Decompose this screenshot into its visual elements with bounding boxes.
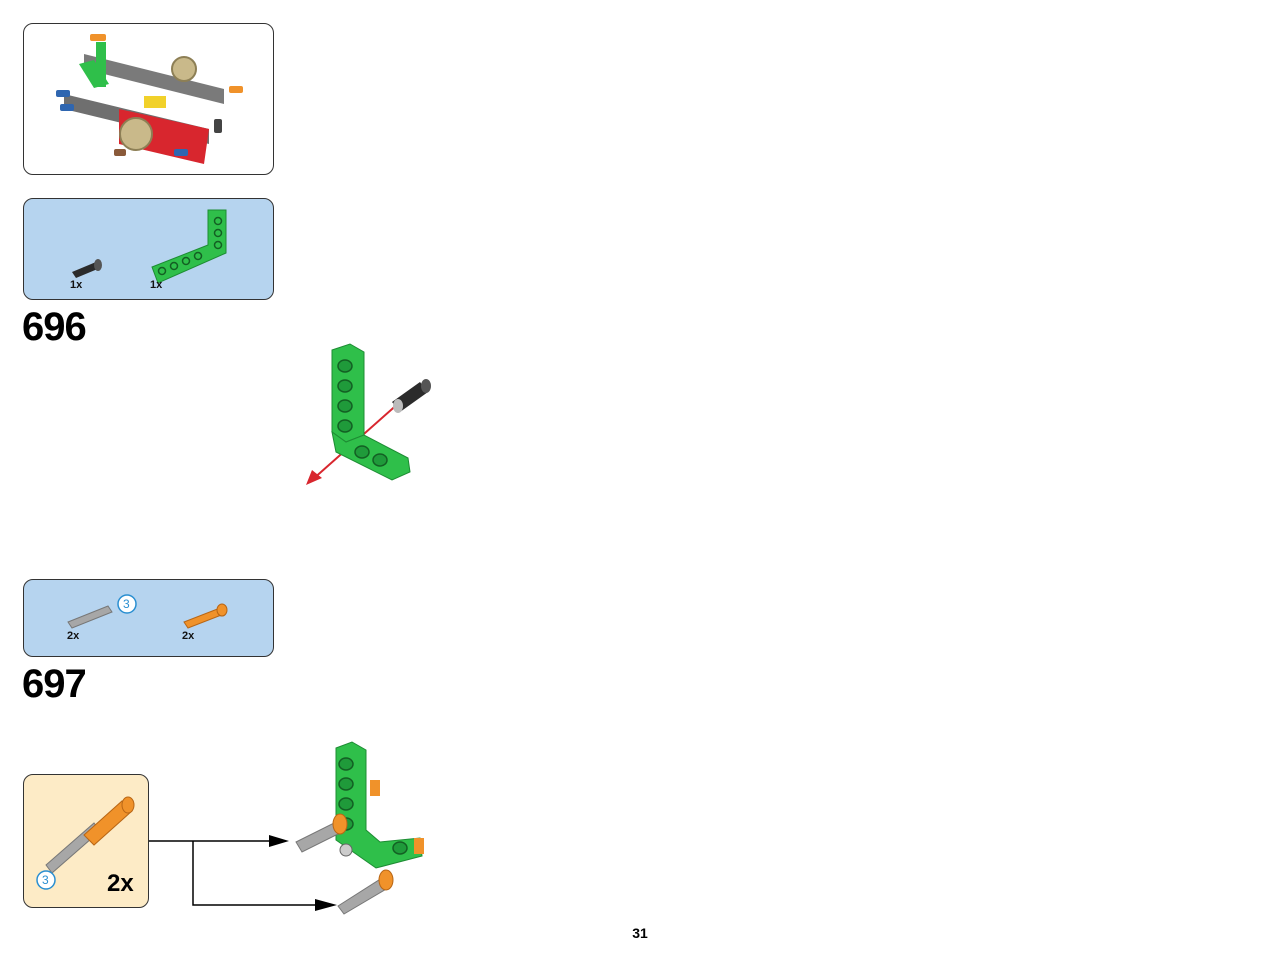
part-qty: 2x (67, 630, 80, 642)
step-696-illustration (306, 343, 431, 485)
part-qty: 1x (70, 279, 83, 291)
green-l-beam-part (151, 209, 227, 284)
orange-axle-pin-part (183, 603, 228, 629)
step-number: 696 (22, 305, 87, 349)
step-696-parts-list: 1x 1x (23, 198, 274, 300)
page-number: 31 (632, 925, 648, 941)
gray-axle-part (67, 605, 113, 629)
step-697-illustration (295, 741, 424, 915)
black-pin-part (72, 259, 102, 278)
step-697-arrows (149, 835, 337, 911)
part-qty: 1x (150, 279, 163, 291)
part-qty: 2x (182, 630, 195, 642)
step-number: 697 (22, 662, 87, 706)
model-overview-image (56, 34, 243, 164)
subassembly-callout: 3 (23, 774, 149, 908)
axle-pin-subassembly-image (45, 796, 135, 874)
length-badge-icon (36, 870, 56, 890)
length-badge-icon (117, 594, 137, 614)
model-overview-panel (23, 23, 274, 175)
length-badge: 3 (123, 597, 130, 611)
length-badge: 3 (42, 873, 49, 887)
step-697-parts-list: 3 2x 2x (23, 579, 274, 657)
subassembly-qty: 2x (107, 870, 134, 897)
